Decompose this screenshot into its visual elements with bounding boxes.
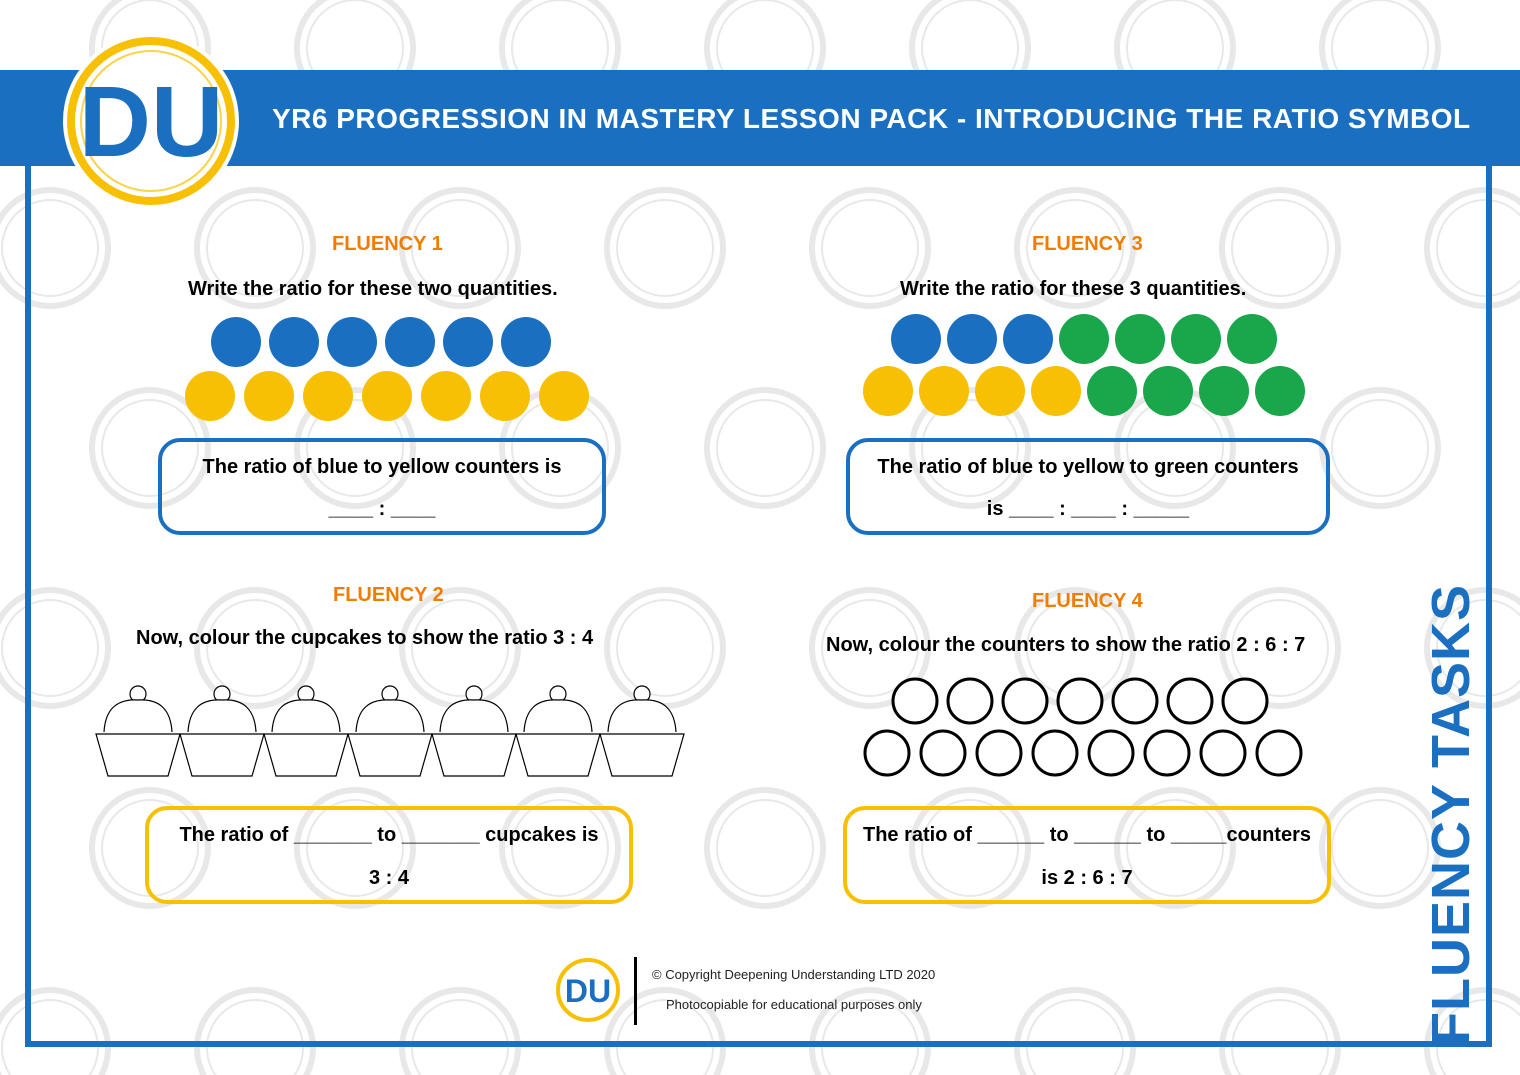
cupcake[interactable] <box>95 685 181 777</box>
footer-note: Photocopiable for educational purposes o… <box>666 997 922 1012</box>
empty-counter[interactable] <box>946 677 994 725</box>
fluency2-heading: FLUENCY 2 <box>333 584 444 606</box>
cupcake[interactable] <box>347 685 433 777</box>
blue-counter <box>269 317 319 367</box>
empty-counter[interactable] <box>1255 729 1303 777</box>
fluency1-answer-line1: The ratio of blue to yellow counters is <box>202 456 562 478</box>
green-counter <box>1227 314 1277 364</box>
fluency4-answer-box: The ratio of ______ to ______ to _____co… <box>843 806 1331 904</box>
fluency4-answer-line1: The ratio of ______ to ______ to _____co… <box>863 824 1311 846</box>
fluency4-answer-line2: is 2 : 6 : 7 <box>1041 867 1133 889</box>
empty-counter[interactable] <box>919 729 967 777</box>
cupcake[interactable] <box>515 685 601 777</box>
empty-counter[interactable] <box>1031 729 1079 777</box>
fluency3-answer-line1: The ratio of blue to yellow to green cou… <box>877 456 1299 478</box>
fluency1-heading: FLUENCY 1 <box>332 233 443 255</box>
yellow-counter <box>185 371 235 421</box>
fluency4-counters <box>863 677 1303 777</box>
cupcake[interactable] <box>431 685 517 777</box>
du-logo-text: DU <box>79 66 223 178</box>
empty-counter[interactable] <box>1143 729 1191 777</box>
fluency3-answer-box: The ratio of blue to yellow to green cou… <box>846 438 1330 535</box>
yellow-counter <box>863 366 913 416</box>
footer-du-logo: DU <box>556 958 620 1022</box>
yellow-counter <box>362 371 412 421</box>
fluency1-answer-line2: ____ : ____ <box>328 498 436 520</box>
empty-counter[interactable] <box>1199 729 1247 777</box>
cupcake[interactable] <box>263 685 349 777</box>
empty-counter[interactable] <box>1056 677 1104 725</box>
blue-counter <box>1003 314 1053 364</box>
empty-counter[interactable] <box>1111 677 1159 725</box>
blue-counter <box>385 317 435 367</box>
green-counter <box>1087 366 1137 416</box>
empty-counter[interactable] <box>1166 677 1214 725</box>
empty-counter[interactable] <box>1001 677 1049 725</box>
green-counter <box>1171 314 1221 364</box>
fluency2-cupcakes <box>95 685 685 777</box>
fluency2-answer-line1: The ratio of _______ to _______ cupcakes… <box>179 824 599 846</box>
footer-copyright: © Copyright Deepening Understanding LTD … <box>652 967 936 982</box>
fluency1-counters <box>185 317 589 421</box>
empty-counter[interactable] <box>891 677 939 725</box>
cupcake[interactable] <box>599 685 685 777</box>
du-logo: DU <box>63 33 239 209</box>
fluency4-instruction: Now, colour the counters to show the rat… <box>826 634 1306 656</box>
fluency2-instruction: Now, colour the cupcakes to show the rat… <box>136 627 594 649</box>
side-title: FLUENCY TASKS <box>1421 583 1481 1045</box>
footer-separator <box>634 957 637 1025</box>
yellow-counter <box>480 371 530 421</box>
fluency1-instruction: Write the ratio for these two quantities… <box>188 278 558 300</box>
green-counter <box>1199 366 1249 416</box>
yellow-counter <box>539 371 589 421</box>
fluency3-answer-line2: is ____ : ____ : _____ <box>986 498 1190 520</box>
blue-counter <box>327 317 377 367</box>
empty-counter[interactable] <box>1221 677 1269 725</box>
empty-counter[interactable] <box>975 729 1023 777</box>
yellow-counter <box>919 366 969 416</box>
blue-counter <box>501 317 551 367</box>
green-counter <box>1059 314 1109 364</box>
page-title: YR6 PROGRESSION IN MASTERY LESSON PACK -… <box>272 103 1471 134</box>
fluency4-heading: FLUENCY 4 <box>1032 590 1143 612</box>
yellow-counter <box>975 366 1025 416</box>
green-counter <box>1115 314 1165 364</box>
fluency3-heading: FLUENCY 3 <box>1032 233 1143 255</box>
yellow-counter <box>303 371 353 421</box>
footer-logo-text: DU <box>565 973 611 1009</box>
blue-counter <box>211 317 261 367</box>
green-counter <box>1143 366 1193 416</box>
empty-counter[interactable] <box>863 729 911 777</box>
yellow-counter <box>1031 366 1081 416</box>
blue-counter <box>891 314 941 364</box>
yellow-counter <box>421 371 471 421</box>
cupcake[interactable] <box>179 685 265 777</box>
fluency1-answer-box: The ratio of blue to yellow counters is … <box>158 438 606 535</box>
yellow-counter <box>244 371 294 421</box>
blue-counter <box>443 317 493 367</box>
green-counter <box>1255 366 1305 416</box>
fluency2-answer-box: The ratio of _______ to _______ cupcakes… <box>145 806 633 904</box>
fluency2-answer-line2: 3 : 4 <box>368 867 410 889</box>
blue-counter <box>947 314 997 364</box>
fluency3-counters <box>863 314 1305 416</box>
empty-counter[interactable] <box>1087 729 1135 777</box>
header-bar <box>0 70 1520 166</box>
fluency3-instruction: Write the ratio for these 3 quantities. <box>900 278 1247 300</box>
